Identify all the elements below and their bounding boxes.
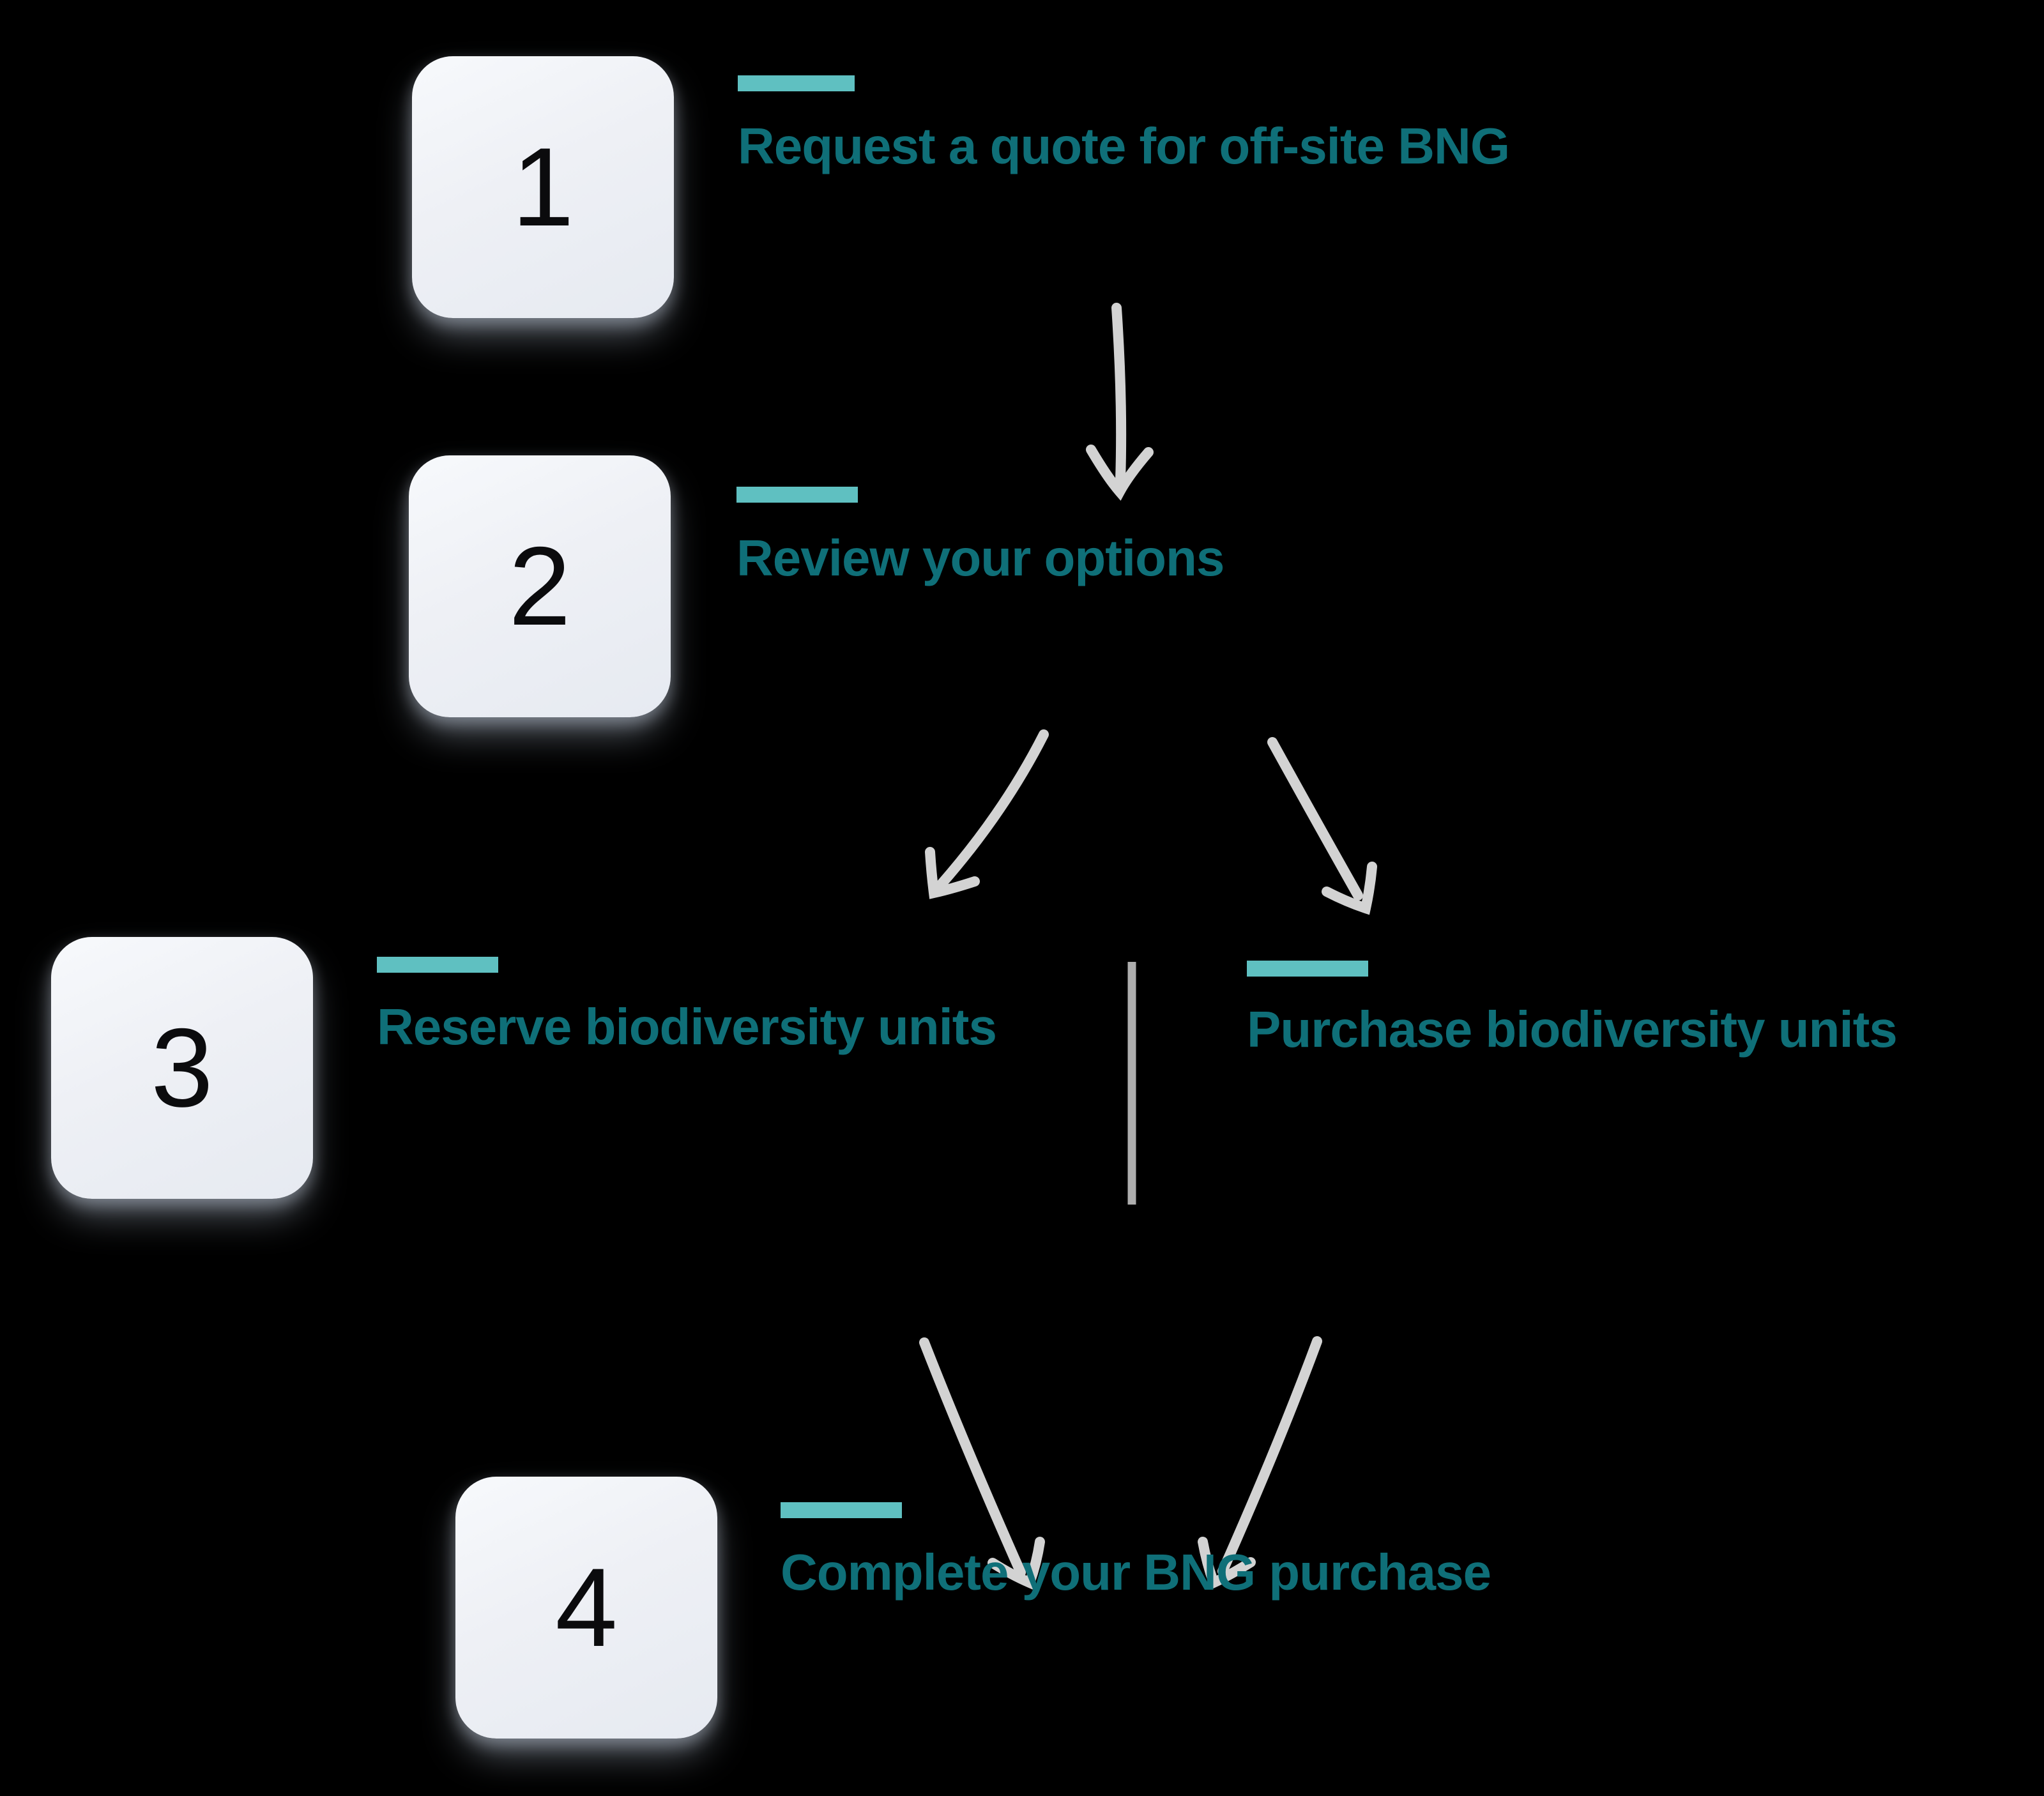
step-3-purchase-title: Purchase biodiversity units xyxy=(1247,1001,1898,1058)
arrow-step2-to-reserve xyxy=(936,729,1049,889)
step-3-number: 3 xyxy=(151,1005,213,1130)
step-3-number-card: 3 xyxy=(51,937,313,1199)
step-2-number: 2 xyxy=(508,524,571,649)
arrow-step1-to-step2-head xyxy=(1086,445,1154,501)
step-2-accent-bar xyxy=(736,487,858,503)
step-1-number-card: 1 xyxy=(412,56,674,318)
step-4-number: 4 xyxy=(555,1545,618,1670)
arrow-step2-to-purchase-head xyxy=(1322,862,1377,915)
arrow-purchase-to-step4 xyxy=(1217,1336,1322,1576)
step-3-reserve-title: Reserve biodiversity units xyxy=(377,998,997,1055)
step-4-title: Complete your BNG purchase xyxy=(781,1544,1491,1601)
step-4-accent-bar xyxy=(781,1502,902,1518)
arrow-step2-to-purchase xyxy=(1267,737,1363,901)
step-3-purchase-accent-bar xyxy=(1247,961,1368,977)
step-4-number-card: 4 xyxy=(455,1477,717,1739)
step-3-reserve-accent-bar xyxy=(377,957,498,973)
arrow-step1-to-step2 xyxy=(1111,303,1127,485)
step-1-title: Request a quote for off-site BNG xyxy=(738,118,1510,174)
arrow-step2-to-reserve-head xyxy=(925,847,980,899)
step-2-number-card: 2 xyxy=(409,455,671,717)
step-1-number: 1 xyxy=(512,125,574,250)
step-2-title: Review your options xyxy=(736,529,1224,586)
step-1-accent-bar xyxy=(738,75,855,91)
arrow-reserve-to-step4 xyxy=(919,1337,1026,1578)
